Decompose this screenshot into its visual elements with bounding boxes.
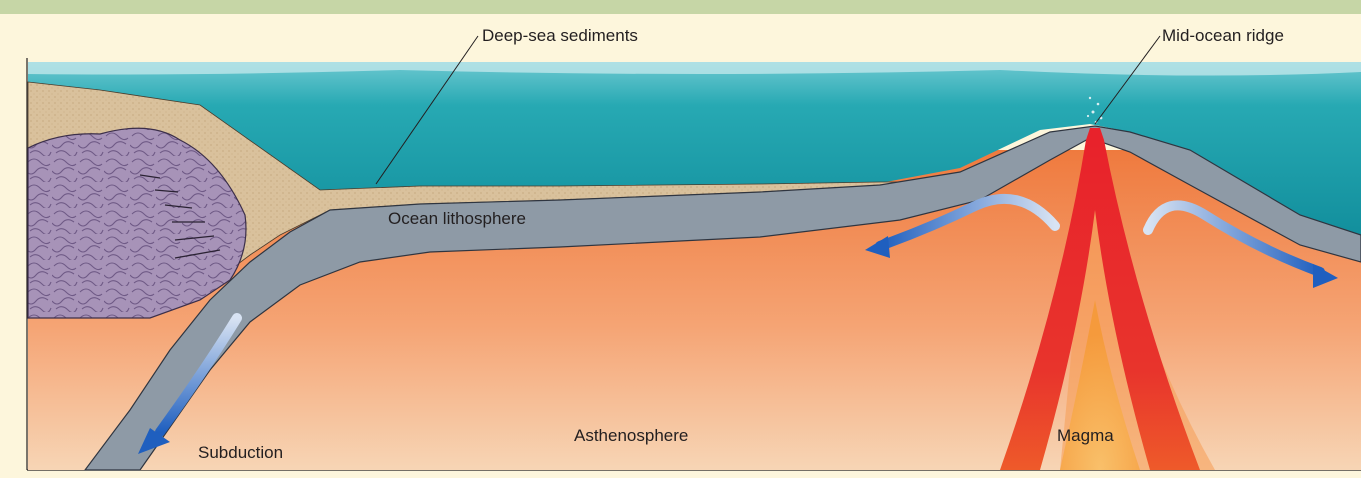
label-magma: Magma (1057, 426, 1114, 445)
top-band (0, 0, 1361, 14)
label-asthenosphere: Asthenosphere (574, 426, 688, 445)
label-subduction: Subduction (198, 443, 283, 462)
water-surface (28, 62, 1361, 76)
label-mid-ocean-ridge: Mid-ocean ridge (1162, 26, 1284, 45)
label-ocean-lithosphere: Ocean lithosphere (388, 209, 526, 228)
label-deep-sea-sediments: Deep-sea sediments (482, 26, 638, 45)
